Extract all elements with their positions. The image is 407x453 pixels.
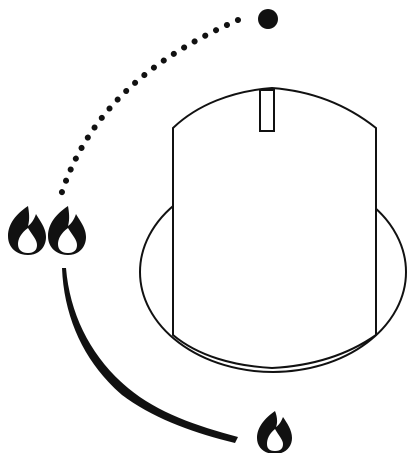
dotted-arc xyxy=(58,17,241,198)
single-flame-icon xyxy=(257,411,292,453)
rectangle-notch-icon xyxy=(259,89,275,132)
knob-body xyxy=(172,86,377,370)
off-position-dot-icon xyxy=(258,9,278,29)
double-flame-icon xyxy=(8,206,86,255)
solid-tapered-arc xyxy=(62,268,238,443)
